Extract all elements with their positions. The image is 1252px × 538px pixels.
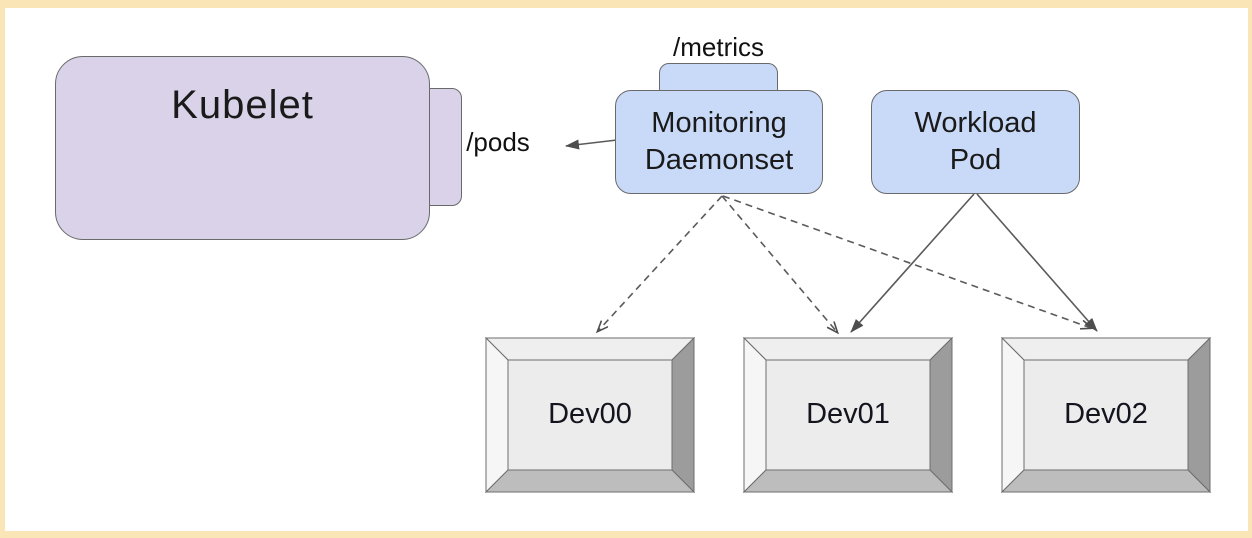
- device-3d-frame: [1001, 337, 1211, 493]
- device-3d-frame: [743, 337, 953, 493]
- workload-pod-label-line2: Pod: [949, 144, 1002, 176]
- device-label: Dev02: [1064, 398, 1148, 430]
- monitoring-daemonset-label-line2: Daemonset: [644, 144, 794, 176]
- edge-monitoring-to-pods-endpoint: [565, 139, 618, 150]
- device-node-dev00: Dev00: [485, 337, 695, 493]
- device-label: Dev00: [548, 398, 632, 430]
- edge-monitoring-to-dev00: [598, 195, 723, 331]
- device-node-dev01: Dev01: [743, 337, 953, 493]
- edge-workload-to-dev01: [850, 193, 975, 333]
- device-3d-frame: [485, 337, 695, 493]
- metrics-endpoint-label: /metrics: [673, 32, 764, 62]
- monitoring-daemonset-node: Monitoring Daemonset: [615, 90, 823, 194]
- workload-pod-label-line1: Workload: [914, 107, 1037, 139]
- monitoring-daemonset-label-line1: Monitoring: [651, 107, 787, 139]
- device-node-dev02: Dev02: [1001, 337, 1211, 493]
- edge-monitoring-to-dev02: [722, 195, 1091, 328]
- workload-pod-node: Workload Pod: [871, 90, 1080, 194]
- kubelet-node: Kubelet: [55, 56, 430, 240]
- device-label: Dev01: [806, 398, 890, 430]
- edge-workload-to-dev02: [976, 193, 1098, 332]
- pods-endpoint-label: /pods: [466, 127, 530, 157]
- edge-monitoring-to-dev01: [721, 195, 837, 332]
- kubelet-label: Kubelet: [171, 83, 314, 127]
